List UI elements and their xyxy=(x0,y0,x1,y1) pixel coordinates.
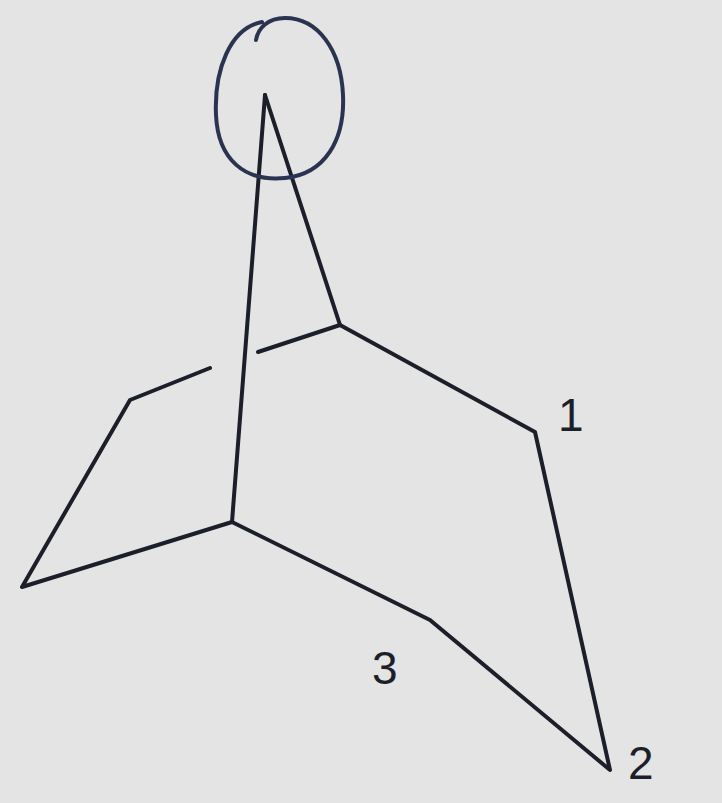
callout-number: 1 xyxy=(558,392,584,438)
callout-number: 2 xyxy=(628,740,654,786)
highlight-circle xyxy=(216,18,343,178)
bond-line xyxy=(258,325,340,352)
callout-number: 3 xyxy=(372,645,398,691)
bond-line xyxy=(22,368,232,587)
bond-line xyxy=(265,95,340,325)
bond-line xyxy=(232,95,265,522)
bond-line xyxy=(232,325,610,770)
